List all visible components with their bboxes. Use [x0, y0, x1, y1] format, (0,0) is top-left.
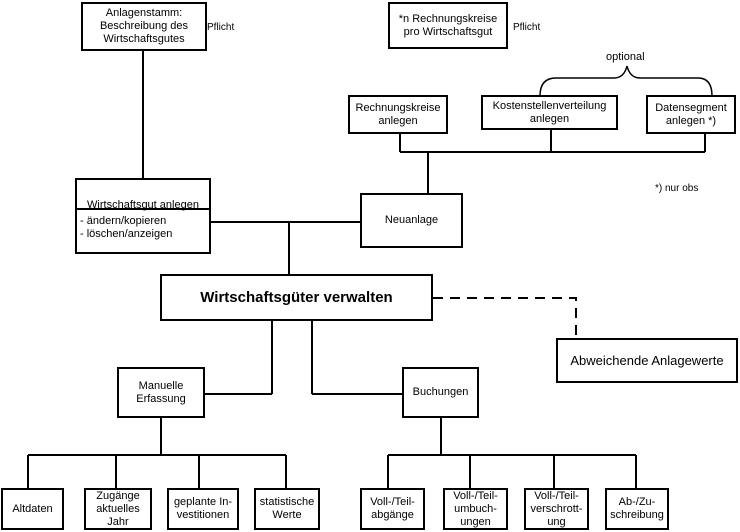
neuanlage-box: Neuanlage [360, 193, 463, 248]
altdaten-box: Altdaten [1, 488, 64, 530]
datensegment-anlegen-text: Datensegment anlegen *) [655, 101, 727, 127]
wirtschaftsgut-anlegen-box: Wirtschaftsgut anlegen - ändern/kopieren… [75, 178, 211, 254]
wirtschaftsgueter-verwalten-box: Wirtschaftsgüter verwalten [160, 274, 433, 321]
altdaten-text: Altdaten [12, 502, 53, 515]
optional-label: optional [606, 51, 645, 63]
anlagenstamm-box: Anlagenstamm: Beschreibung des Wirtschaf… [81, 2, 207, 51]
abweichende-anlagewerte-box: Abweichende Anlagewerte [556, 338, 738, 383]
geplante-investitionen-box: geplante In- vestitionen [167, 488, 239, 530]
manuelle-erfassung-box: Manuelle Erfassung [117, 367, 205, 418]
anlagenstamm-text: Anlagenstamm: Beschreibung des Wirtschaf… [99, 7, 189, 45]
buchungen-box: Buchungen [402, 367, 479, 418]
optional-brace [539, 65, 713, 97]
statistische-werte-text: statistische Werte [259, 496, 315, 521]
rechnungskreise-anlegen-text: Rechnungskreise anlegen [355, 101, 441, 127]
zuschreibung-text: Ab-/Zu- schreibung [610, 496, 664, 521]
anlagenstamm-pflicht-note: Pflicht [207, 22, 235, 33]
abgaenge-box: Voll-/Teil- abgänge [360, 488, 425, 530]
rechnungskreise-per-wg-box: *n Rechnungskreise pro Wirtschaftsgut [388, 2, 508, 49]
abweichende-anlagewerte-text: Abweichende Anlagewerte [570, 353, 724, 368]
connector-dashed-abweichende [433, 297, 577, 338]
abgaenge-text: Voll-/Teil- abgänge [370, 496, 415, 521]
kostenstellenverteilung-anlegen-text: Kostenstellenverteilung anlegen [492, 99, 607, 125]
statistische-werte-box: statistische Werte [254, 488, 320, 530]
wirtschaftsgueter-verwalten-text: Wirtschaftsgüter verwalten [200, 289, 393, 306]
datensegment-anlegen-box: Datensegment anlegen *) [646, 95, 736, 134]
rechnungskreise-anlegen-box: Rechnungskreise anlegen [348, 95, 448, 134]
kostenstellenverteilung-anlegen-box: Kostenstellenverteilung anlegen [481, 95, 618, 130]
footnote-nur-obs: *) nur obs [655, 183, 699, 194]
zugaenge-text: Zugänge aktuelles Jahr [96, 489, 140, 528]
rechnungskreise-per-wg-text: *n Rechnungskreise pro Wirtschaftsgut [398, 12, 498, 38]
buchungen-text: Buchungen [412, 386, 469, 398]
zugaenge-box: Zugänge aktuelles Jahr [84, 488, 152, 530]
wirtschaftsgut-anlegen-actions: - ändern/kopieren - löschen/anzeigen [80, 215, 173, 240]
rechnungskreise-pflicht-note: Pflicht [513, 22, 541, 33]
verschrottung-text: Voll-/Teil- verschrott- ung [530, 489, 583, 528]
zuschreibung-box: Ab-/Zu- schreibung [605, 488, 669, 530]
manuelle-erfassung-text: Manuelle Erfassung [136, 379, 186, 405]
wirtschaftsgut-anlegen-title: Wirtschaftsgut anlegen [87, 199, 199, 211]
wirtschaftsgut-anlegen-divider [77, 208, 209, 210]
umbuchungen-box: Voll-/Teil- umbuch- ungen [443, 488, 508, 530]
umbuchungen-text: Voll-/Teil- umbuch- ungen [453, 489, 498, 528]
geplante-investitionen-text: geplante In- vestitionen [173, 496, 233, 521]
verschrottung-box: Voll-/Teil- verschrott- ung [524, 488, 589, 530]
neuanlage-text: Neuanlage [384, 214, 439, 226]
